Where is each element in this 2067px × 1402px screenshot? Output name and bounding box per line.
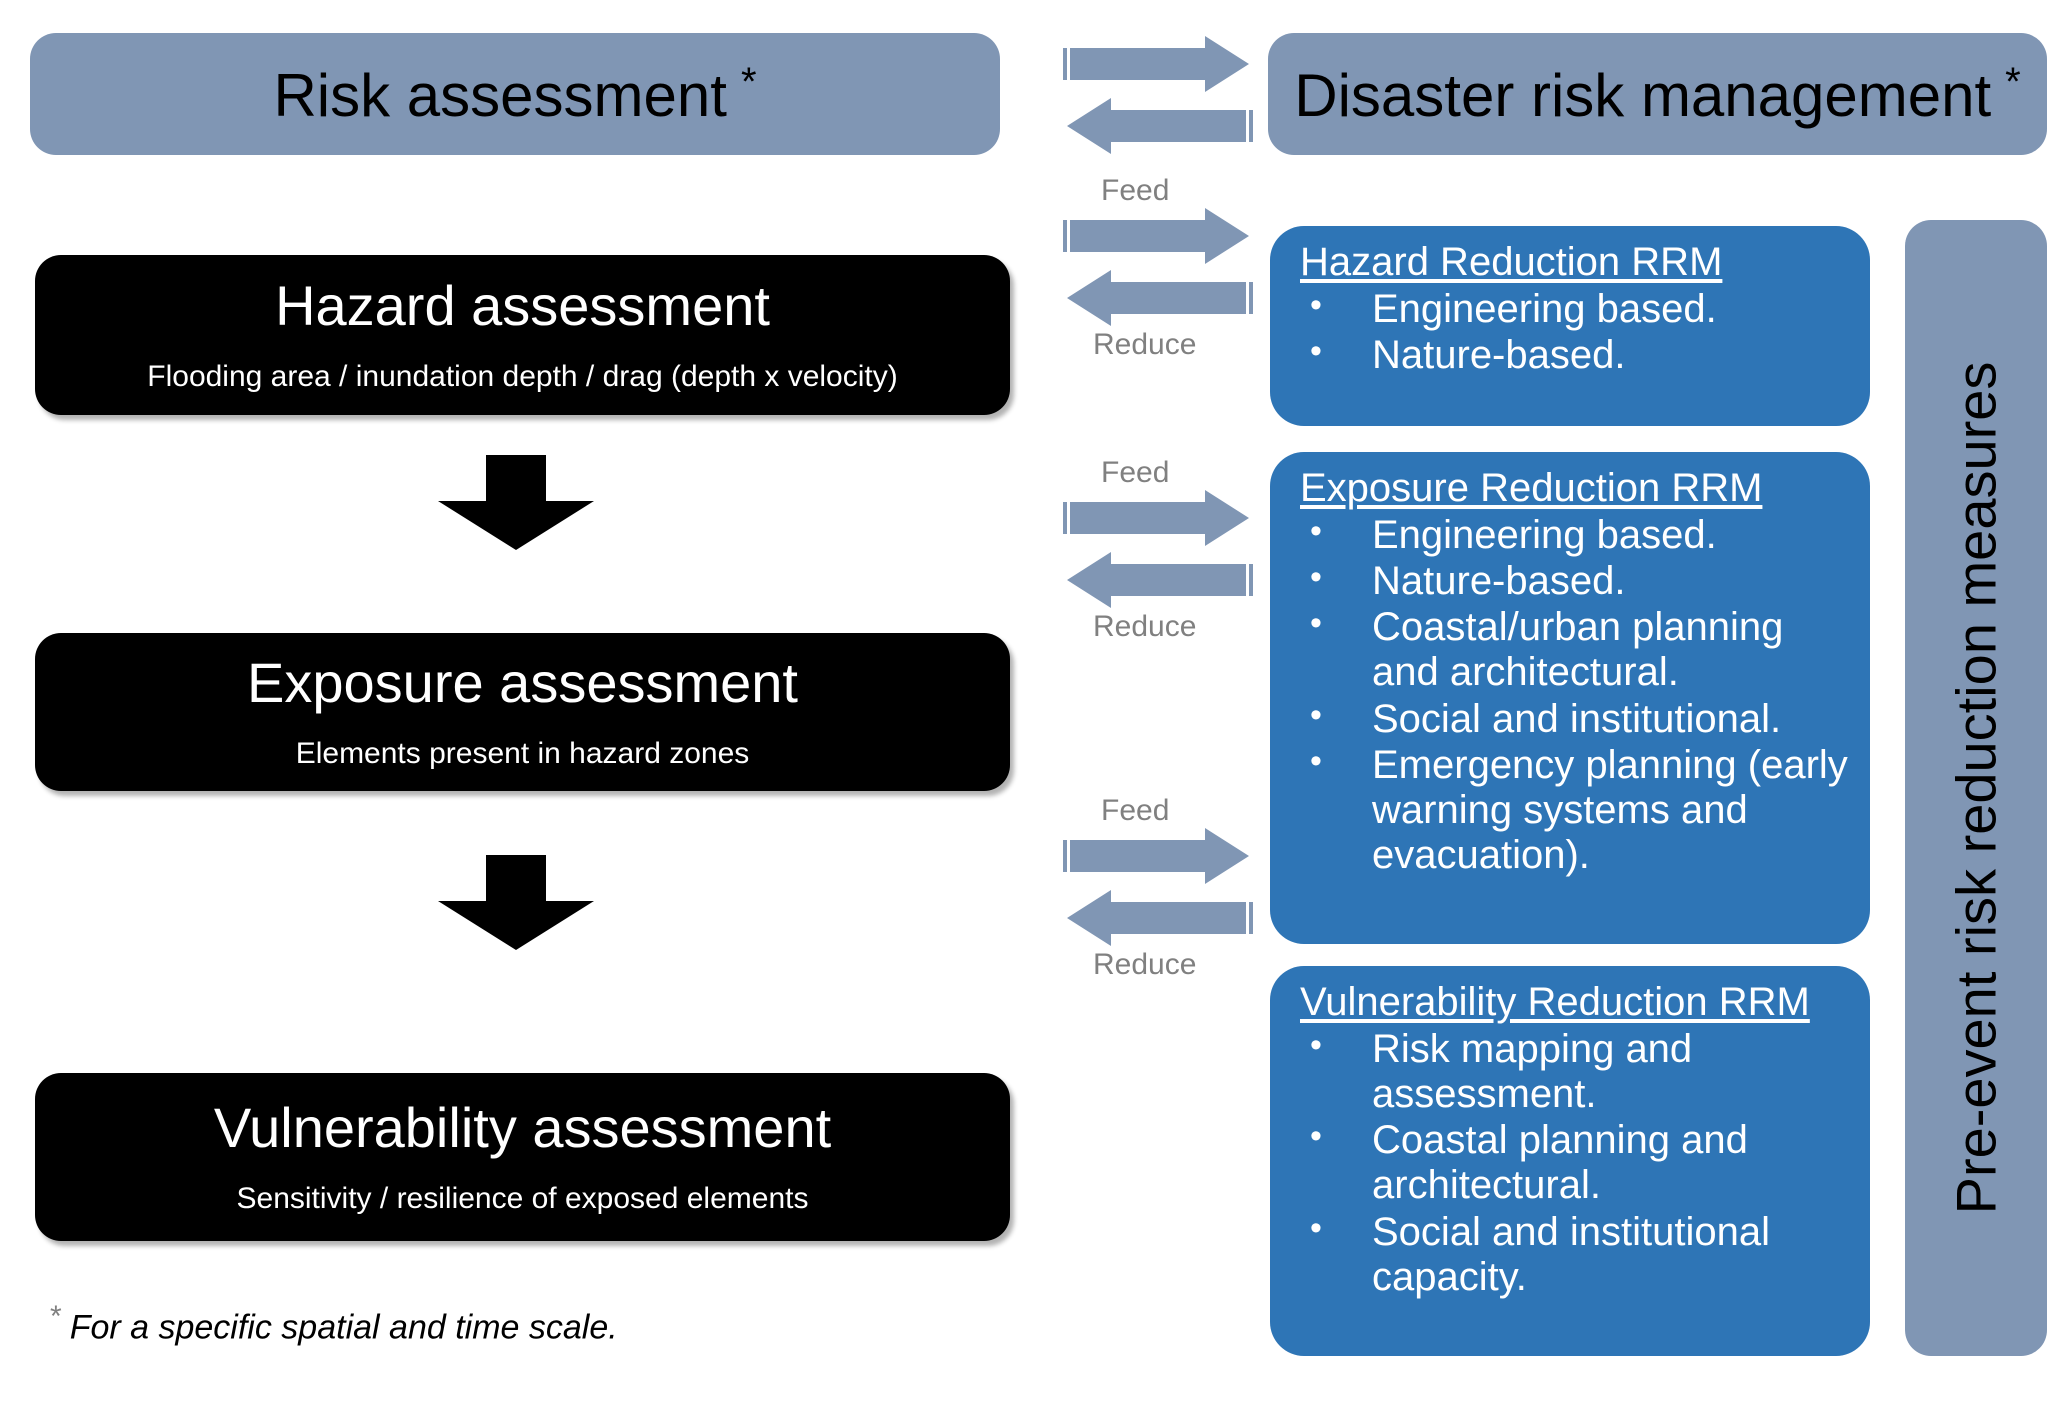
hazard-reduction-rrm-heading: Hazard Reduction RRM <box>1300 240 1723 284</box>
list-item: Social and institutional. <box>1300 696 1848 742</box>
hazard-assessment-box: Hazard assessment Flooding area / inunda… <box>35 255 1010 415</box>
list-item: Coastal/urban planning and architectural… <box>1300 604 1848 695</box>
list-item: Emergency planning (early warning system… <box>1300 742 1848 879</box>
list-item: Nature-based. <box>1300 558 1848 604</box>
arrow-hazard-reduce-label: Reduce <box>1093 328 1197 361</box>
disaster-risk-management-header-label: Disaster risk management * <box>1294 61 2021 127</box>
arrow-exposure-reduce-label: Reduce <box>1093 610 1197 643</box>
exposure-assessment-box: Exposure assessment Elements present in … <box>35 633 1010 791</box>
risk-assessment-header-marker: * <box>740 60 757 104</box>
bidirectional-arrows-icon <box>1063 208 1253 326</box>
disaster-risk-management-header: Disaster risk management * <box>1268 33 2047 155</box>
exposure-reduction-rrm-heading: Exposure Reduction RRM <box>1300 466 1763 510</box>
list-item: Social and institutional capacity. <box>1300 1209 1848 1300</box>
exposure-reduction-rrm-box: Exposure Reduction RRM Engineering based… <box>1270 452 1870 944</box>
arrow-vulnerability-reduce-label: Reduce <box>1093 948 1197 981</box>
arrow-group-exposure: Feed Reduce <box>1053 458 1263 642</box>
hazard-reduction-rrm-list: Engineering based. Nature-based. <box>1300 286 1848 378</box>
list-item: Coastal planning and architectural. <box>1300 1117 1848 1208</box>
footnote-text: For a specific spatial and time scale. <box>69 1308 618 1347</box>
footnote: *For a specific spatial and time scale. <box>50 1300 618 1347</box>
arrow-group-vulnerability: Feed Reduce <box>1053 796 1263 980</box>
arrow-exposure-feed-label: Feed <box>1101 456 1170 489</box>
bidirectional-arrows-icon <box>1063 490 1253 608</box>
arrow-hazard-feed-label: Feed <box>1101 174 1170 207</box>
exposure-assessment-subtitle: Elements present in hazard zones <box>295 737 750 770</box>
disaster-risk-management-header-text: Disaster risk management <box>1294 62 1992 129</box>
arrow-group-top <box>1053 36 1263 166</box>
risk-assessment-header-label: Risk assessment * <box>273 61 756 127</box>
vulnerability-assessment-title: Vulnerability assessment <box>213 1096 832 1159</box>
footnote-marker: * <box>50 1300 62 1333</box>
flow-down-arrow-hazard-to-exposure <box>438 455 594 550</box>
hazard-reduction-rrm-box: Hazard Reduction RRM Engineering based. … <box>1270 226 1870 426</box>
arrow-vulnerability-feed-label: Feed <box>1101 794 1170 827</box>
bidirectional-arrows-icon <box>1063 828 1253 946</box>
vulnerability-assessment-subtitle: Sensitivity / resilience of exposed elem… <box>236 1182 809 1215</box>
exposure-reduction-rrm-list: Engineering based. Nature-based. Coastal… <box>1300 512 1848 879</box>
flow-down-arrow-exposure-to-vulnerability <box>438 855 594 950</box>
list-item: Nature-based. <box>1300 332 1848 378</box>
list-item: Risk mapping and assessment. <box>1300 1026 1848 1117</box>
risk-assessment-header: Risk assessment * <box>30 33 1000 155</box>
pre-event-risk-reduction-measures-bar: Pre-event risk reduction measures <box>1905 220 2047 1356</box>
bidirectional-arrows-icon <box>1063 36 1253 154</box>
pre-event-risk-reduction-measures-label: Pre-event risk reduction measures <box>1944 361 2008 1215</box>
hazard-assessment-title: Hazard assessment <box>275 274 770 337</box>
hazard-assessment-subtitle: Flooding area / inundation depth / drag … <box>147 360 898 393</box>
disaster-risk-management-header-marker: * <box>2005 60 2021 104</box>
vulnerability-reduction-rrm-box: Vulnerability Reduction RRM Risk mapping… <box>1270 966 1870 1356</box>
vulnerability-reduction-rrm-heading: Vulnerability Reduction RRM <box>1300 980 1810 1024</box>
vulnerability-reduction-rrm-list: Risk mapping and assessment. Coastal pla… <box>1300 1026 1848 1300</box>
list-item: Engineering based. <box>1300 512 1848 558</box>
exposure-assessment-title: Exposure assessment <box>247 651 798 714</box>
vulnerability-assessment-box: Vulnerability assessment Sensitivity / r… <box>35 1073 1010 1241</box>
list-item: Engineering based. <box>1300 286 1848 332</box>
risk-assessment-header-text: Risk assessment <box>273 62 727 129</box>
arrow-group-hazard: Feed Reduce <box>1053 176 1263 360</box>
